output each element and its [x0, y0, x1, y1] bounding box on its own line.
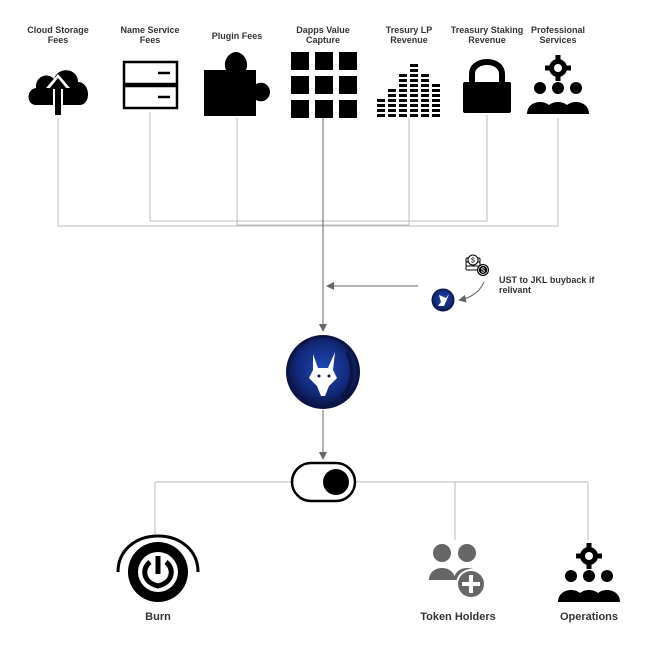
equalizer-bars-icon [377, 64, 440, 117]
output-label-burn: Burn [145, 611, 171, 623]
equalizer-segment [410, 99, 418, 102]
bus-middle [237, 222, 410, 226]
equalizer-segment [421, 94, 429, 97]
source-label-tresury-lp: Tresury LP Revenue [385, 25, 433, 45]
bus-inner [150, 219, 488, 222]
equalizer-segment [421, 109, 429, 112]
connector-lines [57, 112, 589, 540]
equalizer-segment [388, 114, 396, 117]
equalizer-segment [421, 79, 429, 82]
people-gear-icon [527, 55, 589, 114]
equalizer-segment [410, 89, 418, 92]
grid-icon [291, 52, 357, 118]
equalizer-segment [377, 104, 385, 107]
equalizer-segment [399, 114, 407, 117]
equalizer-segment [388, 99, 396, 102]
arrow-coins-to-jackal [458, 281, 485, 303]
output-label-operations: Operations [559, 611, 619, 623]
equalizer-segment [410, 104, 418, 107]
operations-people-gear-icon [558, 543, 620, 602]
equalizer-segment [421, 104, 429, 107]
cloud-upload-icon [28, 70, 89, 115]
equalizer-segment [421, 99, 429, 102]
equalizer-segment [421, 84, 429, 87]
equalizer-segment [399, 79, 407, 82]
equalizer-segment [388, 94, 396, 97]
equalizer-segment [410, 74, 418, 77]
equalizer-segment [432, 114, 440, 117]
equalizer-segment [399, 94, 407, 97]
toggle-switch-icon [290, 461, 357, 503]
equalizer-segment [399, 109, 407, 112]
equalizer-segment [410, 109, 418, 112]
source-label-dapps: Dapps Value Capture [296, 25, 350, 45]
equalizer-segment [388, 109, 396, 112]
burn-icon [116, 534, 200, 602]
equalizer-segment [432, 84, 440, 87]
equalizer-segment [399, 84, 407, 87]
equalizer-segment [410, 69, 418, 72]
equalizer-segment [421, 89, 429, 92]
equalizer-segment [432, 89, 440, 92]
output-label-token-holders: Token Holders [420, 611, 496, 623]
equalizer-segment [410, 114, 418, 117]
equalizer-segment [377, 109, 385, 112]
equalizer-segment [399, 89, 407, 92]
puzzle-piece-icon [204, 52, 270, 116]
equalizer-segment [421, 114, 429, 117]
equalizer-segment [432, 104, 440, 107]
equalizer-segment [410, 79, 418, 82]
jackal-coin-small-icon [431, 288, 455, 312]
svg-text:$: $ [471, 258, 475, 265]
equalizer-segment [377, 99, 385, 102]
equalizer-segment [410, 94, 418, 97]
equalizer-segment [399, 74, 407, 77]
equalizer-segment [432, 94, 440, 97]
equalizer-segment [399, 99, 407, 102]
equalizer-segment [421, 74, 429, 77]
buyback-label: UST to JKL buyback if relivant [499, 275, 595, 295]
lock-icon [463, 59, 511, 113]
equalizer-segment [388, 89, 396, 92]
equalizer-segment [410, 84, 418, 87]
users-plus-icon [429, 544, 486, 599]
equalizer-segment [399, 104, 407, 107]
equalizer-segment [377, 114, 385, 117]
equalizer-segment [388, 104, 396, 107]
source-label-professional: Professional Services [530, 25, 586, 45]
equalizer-segment [432, 99, 440, 102]
equalizer-segment [410, 64, 418, 67]
source-label-name-service: Name Service Fees [120, 25, 180, 45]
coins-icon: $ $ [465, 254, 489, 276]
server-icon [122, 60, 179, 110]
source-label-cloud-storage: Cloud Storage Fees [27, 25, 89, 45]
jackal-coin-logo-icon [286, 335, 360, 409]
equalizer-segment [432, 109, 440, 112]
source-label-treasury-staking: Treasury Staking Revenue [450, 25, 524, 45]
svg-text:$: $ [481, 268, 485, 275]
source-label-plugin: Plugin Fees [211, 31, 263, 41]
